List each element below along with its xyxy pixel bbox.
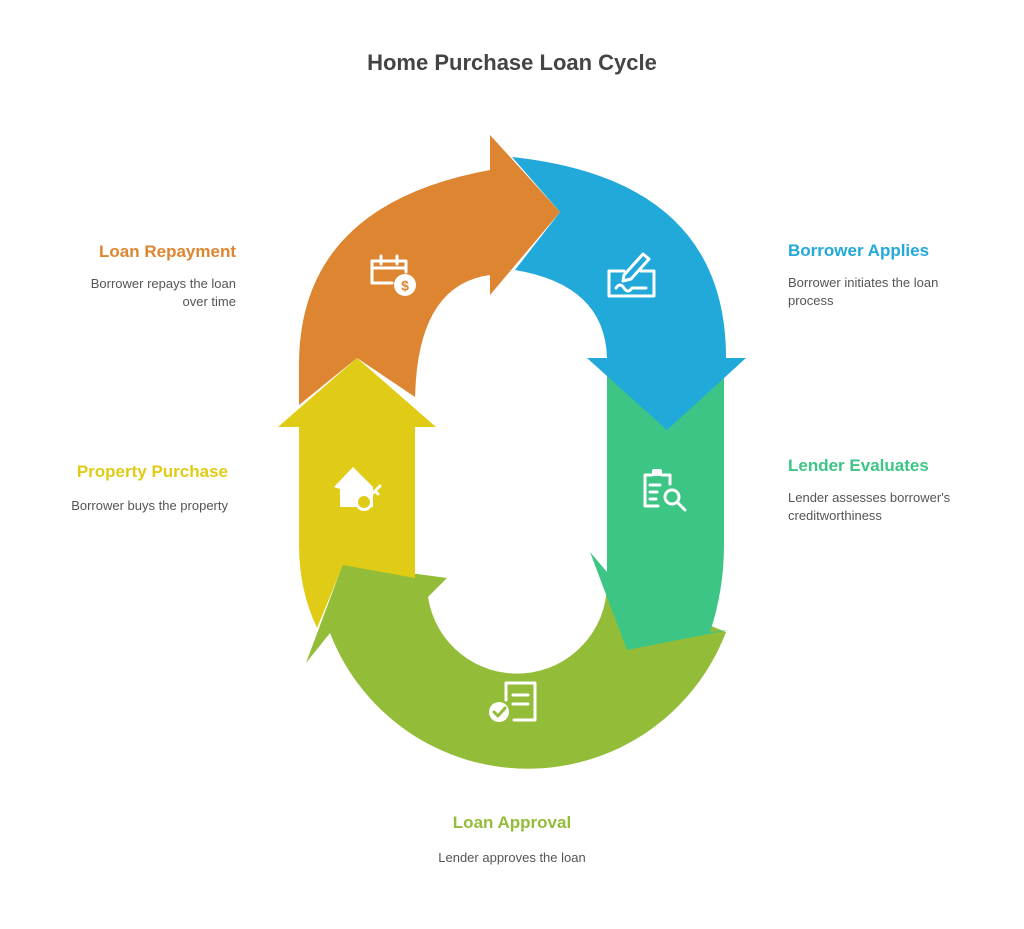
loan-approval-desc: Lender approves the loan — [438, 850, 586, 865]
lender-evaluates-title: Lender Evaluates — [788, 456, 929, 475]
calendar-dollar-icon: $ — [370, 254, 416, 296]
borrower-applies-arrow — [512, 157, 746, 430]
borrower-applies-desc: Borrower initiates the loan process — [788, 275, 939, 308]
loan-repayment-desc: Borrower repays the loan over time — [90, 276, 236, 309]
signature-document-icon — [607, 252, 656, 298]
approved-document-icon — [489, 681, 537, 722]
diagram-title: Home Purchase Loan Cycle — [367, 50, 657, 75]
lender-evaluates-arrow — [590, 374, 729, 650]
lender-evaluates-desc: Lender assesses borrower's creditworthin… — [788, 490, 951, 523]
property-purchase-title: Property Purchase — [76, 462, 228, 481]
house-key-icon — [334, 467, 382, 511]
loan-repayment-arrow — [299, 135, 560, 405]
loan-approval-title: Loan Approval — [452, 813, 572, 832]
property-purchase-desc: Borrower buys the property — [71, 498, 228, 513]
loan-repayment-title: Loan Repayment — [99, 242, 236, 261]
clipboard-search-icon — [643, 469, 687, 512]
svg-text:$: $ — [401, 278, 409, 294]
borrower-applies-title: Borrower Applies — [788, 241, 930, 260]
